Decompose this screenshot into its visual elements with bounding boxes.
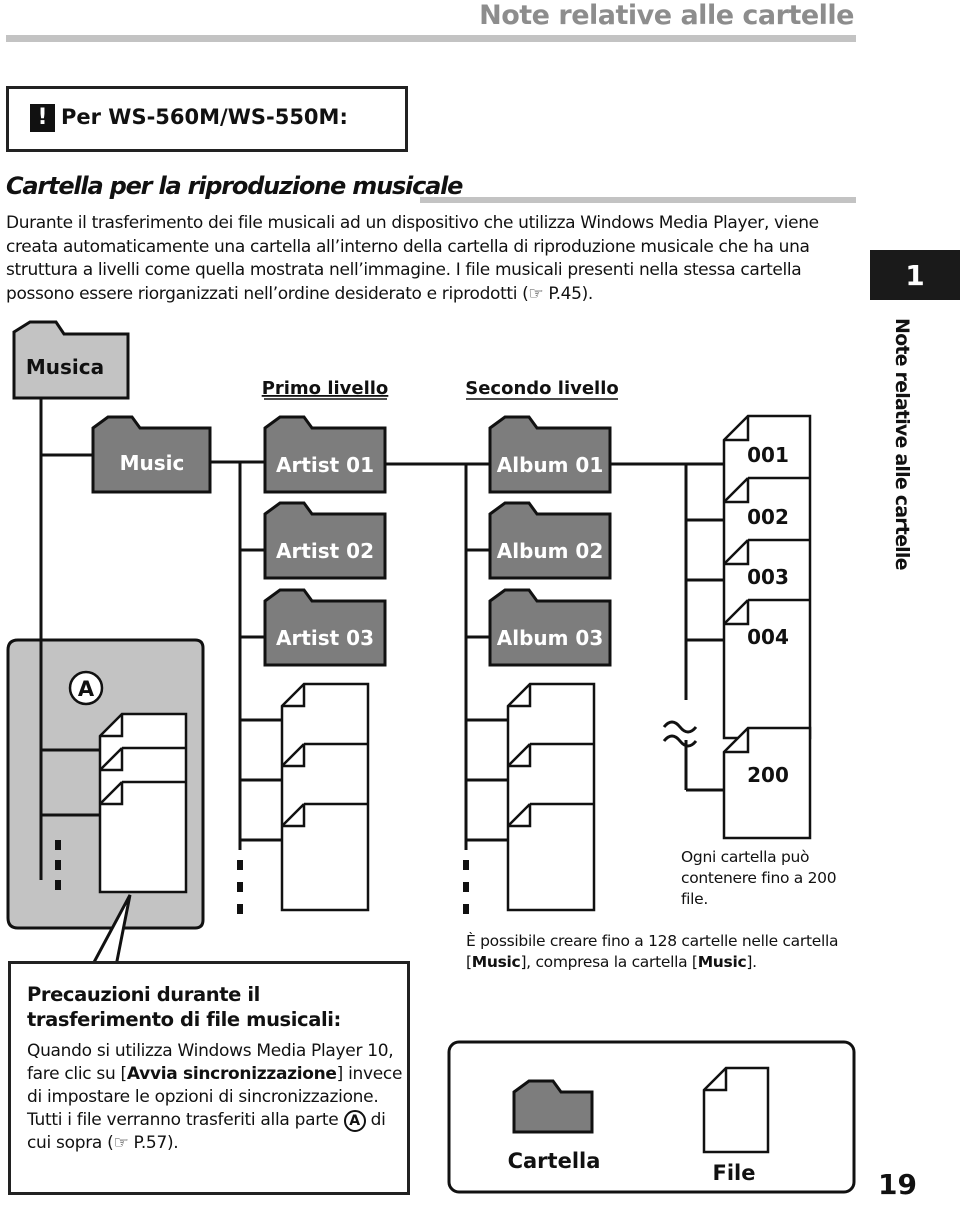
intro-page-ref: P.45). bbox=[548, 283, 593, 304]
page-number: 19 bbox=[878, 1168, 917, 1201]
callout-pointer bbox=[90, 894, 132, 967]
file-stack-albums bbox=[506, 682, 596, 912]
folder-artist-01: Artist 01 bbox=[263, 415, 387, 494]
intro-text: Durante il trasferimento dei file musica… bbox=[6, 213, 819, 304]
section-rule bbox=[420, 197, 856, 203]
callout-body: Quando si utilizza Windows Media Player … bbox=[27, 1040, 407, 1155]
folders-note-text-2: ], compresa la cartella [ bbox=[520, 953, 698, 971]
artist-01-label: Artist 01 bbox=[276, 453, 374, 477]
file-004-label: 004 bbox=[747, 625, 789, 649]
legend-file-icon bbox=[702, 1066, 770, 1154]
page-header-title: Note relative alle cartelle bbox=[479, 0, 854, 31]
artist-02-label: Artist 02 bbox=[276, 539, 374, 563]
folder-album-02: Album 02 bbox=[488, 501, 612, 580]
callout-page-ref: P.57). bbox=[133, 1133, 179, 1153]
callout-keyword: Avvia sincronizzazione bbox=[126, 1064, 337, 1084]
folder-artist-03: Artist 03 bbox=[263, 588, 387, 667]
header-rule bbox=[6, 35, 856, 42]
callout-box: Precauzioni durante il trasferimento di … bbox=[8, 961, 410, 1195]
callout-marker-a: A bbox=[343, 1110, 366, 1132]
section-title: Cartella per la riproduzione musicale bbox=[6, 172, 463, 200]
break-mark bbox=[662, 720, 698, 748]
folder-artist-02: Artist 02 bbox=[263, 501, 387, 580]
model-note-box: ! Per WS-560M/WS-550M: bbox=[6, 86, 408, 152]
file-003-label: 003 bbox=[747, 565, 789, 589]
legend-folder-icon bbox=[512, 1079, 594, 1134]
callout-text-3: di cui sopra ( bbox=[27, 1110, 386, 1153]
artist-03-label: Artist 03 bbox=[276, 626, 374, 650]
exclamation-icon: ! bbox=[30, 104, 55, 132]
folder-album-01: Album 01 bbox=[488, 415, 612, 494]
marker-a-circle bbox=[68, 670, 104, 706]
folder-album-03: Album 03 bbox=[488, 588, 612, 667]
chapter-tab: 1 bbox=[870, 250, 960, 300]
files-limit-note: Ogni cartella può contenere fino a 200 f… bbox=[681, 848, 837, 908]
file-stack-numbered bbox=[722, 414, 812, 740]
legend-folder-label: Cartella bbox=[508, 1149, 601, 1173]
level2-header: Secondo livello bbox=[465, 378, 619, 399]
folders-note-kw-2: Music bbox=[697, 953, 747, 971]
level1-header: Primo livello bbox=[262, 378, 389, 399]
file-stack-region-a bbox=[98, 712, 188, 894]
marker-a: A bbox=[78, 677, 95, 701]
album-02-label: Album 02 bbox=[497, 539, 604, 563]
album-01-label: Album 01 bbox=[497, 453, 604, 477]
folder-music: Music bbox=[91, 415, 212, 494]
file-001-label: 001 bbox=[747, 443, 789, 467]
continuation-dots bbox=[55, 840, 469, 914]
folders-note-text-1: È possibile creare fino a 128 cartelle n… bbox=[466, 932, 839, 971]
file-200-label: 200 bbox=[747, 763, 789, 787]
folder-musica: Musica bbox=[12, 320, 130, 400]
legend-file-label: File bbox=[713, 1161, 756, 1185]
folders-note-text-3: ]. bbox=[746, 953, 757, 971]
folders-limit-note: È possibile creare fino a 128 cartelle n… bbox=[466, 931, 866, 973]
file-200 bbox=[722, 726, 812, 840]
pointing-hand-icon: ☞ bbox=[113, 1133, 129, 1153]
callout-title: Precauzioni durante il trasferimento di … bbox=[27, 983, 341, 1031]
tree-lines bbox=[39, 398, 724, 880]
callout-text-2: ] invece di impostare le opzioni di sinc… bbox=[27, 1064, 403, 1130]
model-note-label: Per WS-560M/WS-550M: bbox=[61, 105, 348, 129]
file-002-label: 002 bbox=[747, 505, 789, 529]
folder-musica-label: Musica bbox=[26, 355, 104, 379]
callout-text-1: Quando si utilizza Windows Media Player … bbox=[27, 1041, 394, 1084]
album-03-label: Album 03 bbox=[497, 626, 604, 650]
folder-music-label: Music bbox=[120, 451, 185, 475]
folders-note-kw-1: Music bbox=[471, 953, 521, 971]
intro-paragraph: Durante il trasferimento dei file musica… bbox=[6, 212, 856, 306]
file-stack-artists bbox=[280, 682, 370, 912]
pointing-hand-icon: ☞ bbox=[528, 283, 544, 304]
